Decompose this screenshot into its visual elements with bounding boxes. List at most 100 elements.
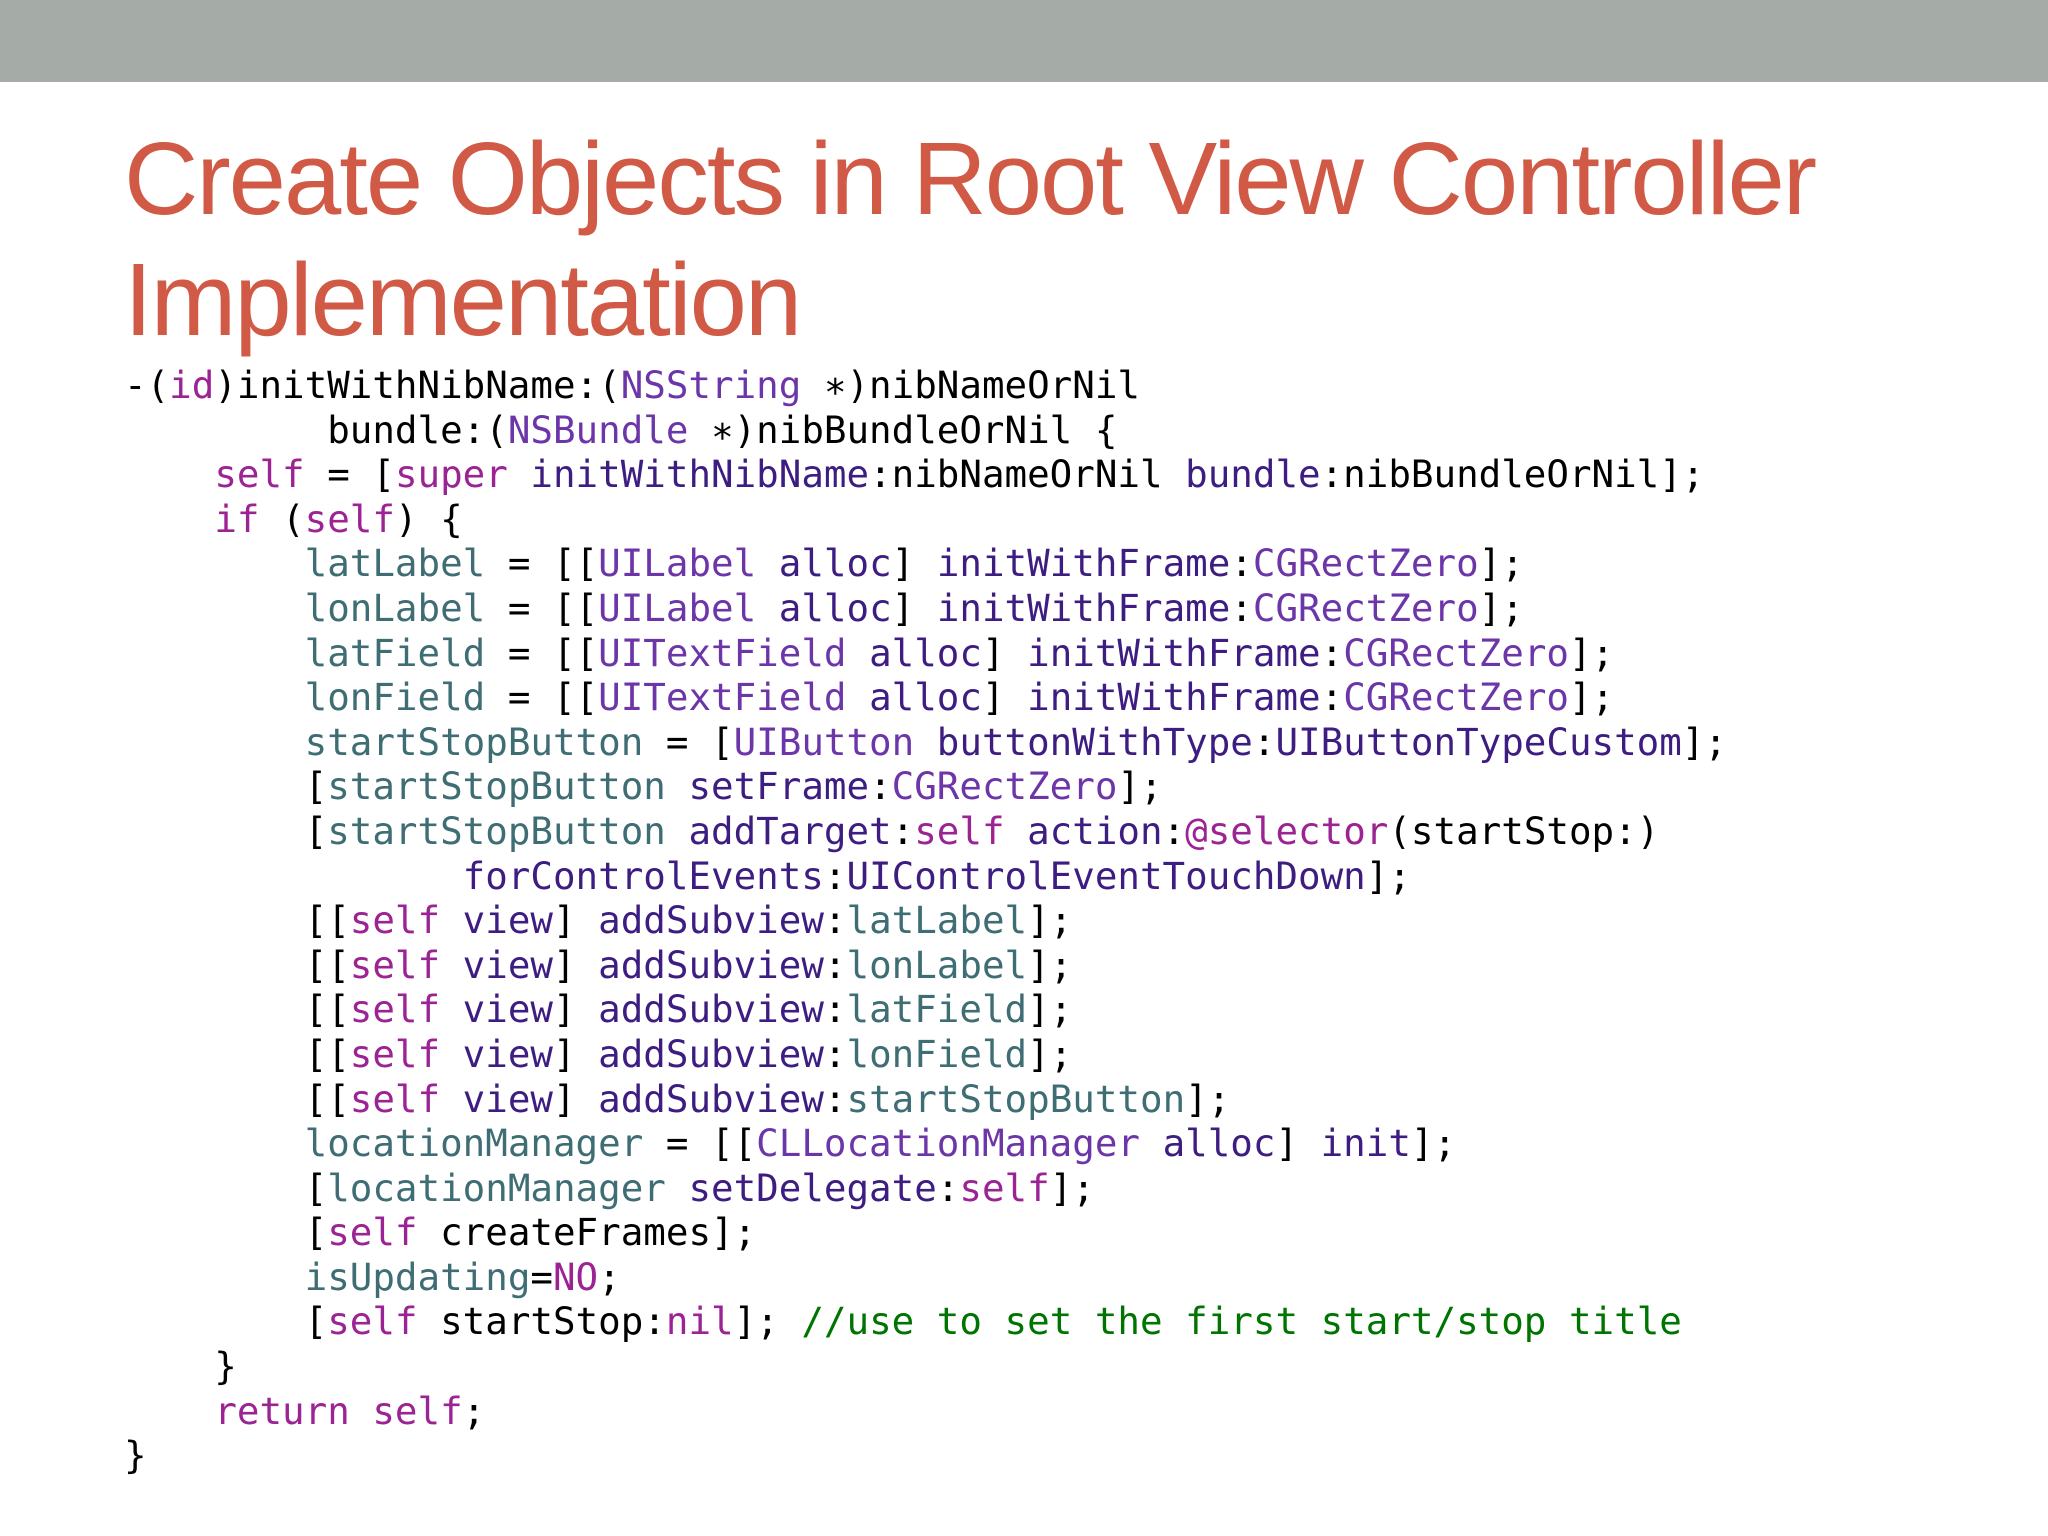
code-line: startStopButton = [UIButton buttonWithTy… (124, 720, 1727, 765)
keyword-token: self (214, 452, 305, 497)
code-text (508, 452, 531, 496)
class-token: CGRectZero (1252, 585, 1479, 630)
code-text: ) { (394, 496, 463, 541)
class-token: CGRectZero (1252, 541, 1479, 586)
code-line: [[self view] addSubview:latLabel]; (124, 898, 1727, 943)
ivar-token: startStopButton (304, 719, 644, 764)
code-text (124, 631, 305, 675)
code-text (124, 586, 305, 630)
code-text (124, 497, 214, 541)
code-text: [[ (124, 898, 350, 943)
code-line: latField = [[UITextField alloc] initWith… (124, 631, 1727, 676)
code-text: = [ (304, 452, 395, 497)
code-text (350, 1389, 373, 1433)
method-token: addSubview (598, 1076, 824, 1121)
code-text: bundle:( (124, 407, 508, 452)
code-line: if (self) { (124, 497, 1727, 542)
keyword-token: if (214, 496, 260, 541)
code-line: locationManager = [[CLLocationManager al… (124, 1121, 1727, 1166)
code-text: [ (124, 764, 328, 809)
method-token: init (1320, 1121, 1411, 1166)
code-text: [ (124, 1299, 328, 1344)
keyword-token: @selector (1185, 808, 1389, 853)
method-token: initWithFrame (936, 585, 1231, 630)
keyword-token: self (349, 1076, 441, 1121)
code-text: ]; (733, 1299, 802, 1344)
code-text: ] (891, 541, 937, 586)
code-text (124, 1255, 305, 1299)
code-text: :nibNameOrNil (869, 452, 1186, 497)
code-text: : (823, 1031, 847, 1076)
method-token: alloc (1162, 1121, 1276, 1166)
code-text: : (1252, 719, 1276, 764)
code-line: } (124, 1344, 1727, 1389)
keyword-token: nil (665, 1299, 734, 1344)
keyword-token: self (327, 1210, 418, 1255)
code-text: : (1320, 675, 1344, 720)
code-text (440, 1032, 463, 1076)
code-line: [startStopButton setFrame:CGRectZero]; (124, 764, 1727, 809)
code-text: ]; (1681, 719, 1727, 764)
code-line: [[self view] addSubview:startStopButton]… (124, 1077, 1727, 1122)
code-text: ]; (1049, 1165, 1095, 1210)
code-text: [ (124, 808, 328, 853)
code-text: ] (552, 1076, 599, 1121)
code-text: (startStop:) (1388, 808, 1660, 853)
code-text (124, 541, 305, 585)
code-text: ] (981, 630, 1028, 675)
code-text: )initWithNibName:( (214, 363, 621, 407)
code-text: = [[ (485, 630, 599, 675)
method-token: alloc (869, 630, 982, 675)
code-text: ] (891, 585, 937, 630)
keyword-token: self (959, 1165, 1050, 1210)
code-text (847, 675, 870, 719)
method-token: addSubview (598, 1031, 824, 1076)
method-token: UIControlEventTouchDown (846, 853, 1366, 898)
code-text: = (530, 1254, 553, 1299)
method-token: buttonWithType (936, 719, 1253, 764)
code-text (440, 1077, 463, 1121)
keyword-token: NO (552, 1254, 599, 1299)
code-text: ]; (1410, 1121, 1457, 1166)
code-text: : (936, 1165, 960, 1210)
ivar-token: lonField (304, 675, 486, 720)
code-line: } (124, 1433, 1727, 1478)
code-text: ] (1275, 1121, 1321, 1166)
class-token: UITextField (598, 630, 847, 675)
code-line: [locationManager setDelegate:self]; (124, 1166, 1727, 1211)
code-line: return self; (124, 1389, 1727, 1434)
code-text: [ (124, 1165, 328, 1210)
code-text: : (1230, 541, 1253, 586)
code-line: -(id)initWithNibName:(NSString ∗)nibName… (124, 363, 1727, 408)
method-token: view (462, 898, 553, 943)
code-text: = [ (643, 719, 734, 764)
keyword-token: self (349, 1031, 441, 1076)
ivar-token: latField (846, 987, 1028, 1032)
code-text: ; (462, 1388, 486, 1433)
method-token: setFrame (688, 764, 870, 809)
code-text: : (823, 1076, 847, 1121)
code-text: = [[ (643, 1121, 757, 1166)
ivar-token: lonLabel (304, 585, 486, 630)
method-token: addSubview (598, 898, 824, 943)
code-text: ]; (1027, 942, 1073, 987)
ivar-token: latLabel (846, 898, 1028, 943)
code-text: : (823, 898, 847, 943)
method-token: view (462, 1076, 553, 1121)
code-text: : (823, 853, 847, 898)
code-line: [[self view] addSubview:latField]; (124, 987, 1727, 1032)
code-text: ] (981, 675, 1028, 720)
code-text (440, 943, 463, 987)
method-token: action (1027, 808, 1163, 853)
class-token: UITextField (598, 675, 847, 720)
code-text: ] (552, 1031, 599, 1076)
code-text: ]; (1478, 585, 1524, 630)
code-line: lonLabel = [[UILabel alloc] initWithFram… (124, 586, 1727, 631)
code-text: ] (552, 942, 599, 987)
code-text (847, 631, 870, 675)
code-line: bundle:(NSBundle ∗)nibBundleOrNil { (124, 408, 1727, 453)
code-text: } (124, 1344, 237, 1389)
code-text: ]; (1568, 675, 1615, 720)
code-text (124, 1389, 214, 1433)
code-text: ]; (1478, 541, 1524, 586)
